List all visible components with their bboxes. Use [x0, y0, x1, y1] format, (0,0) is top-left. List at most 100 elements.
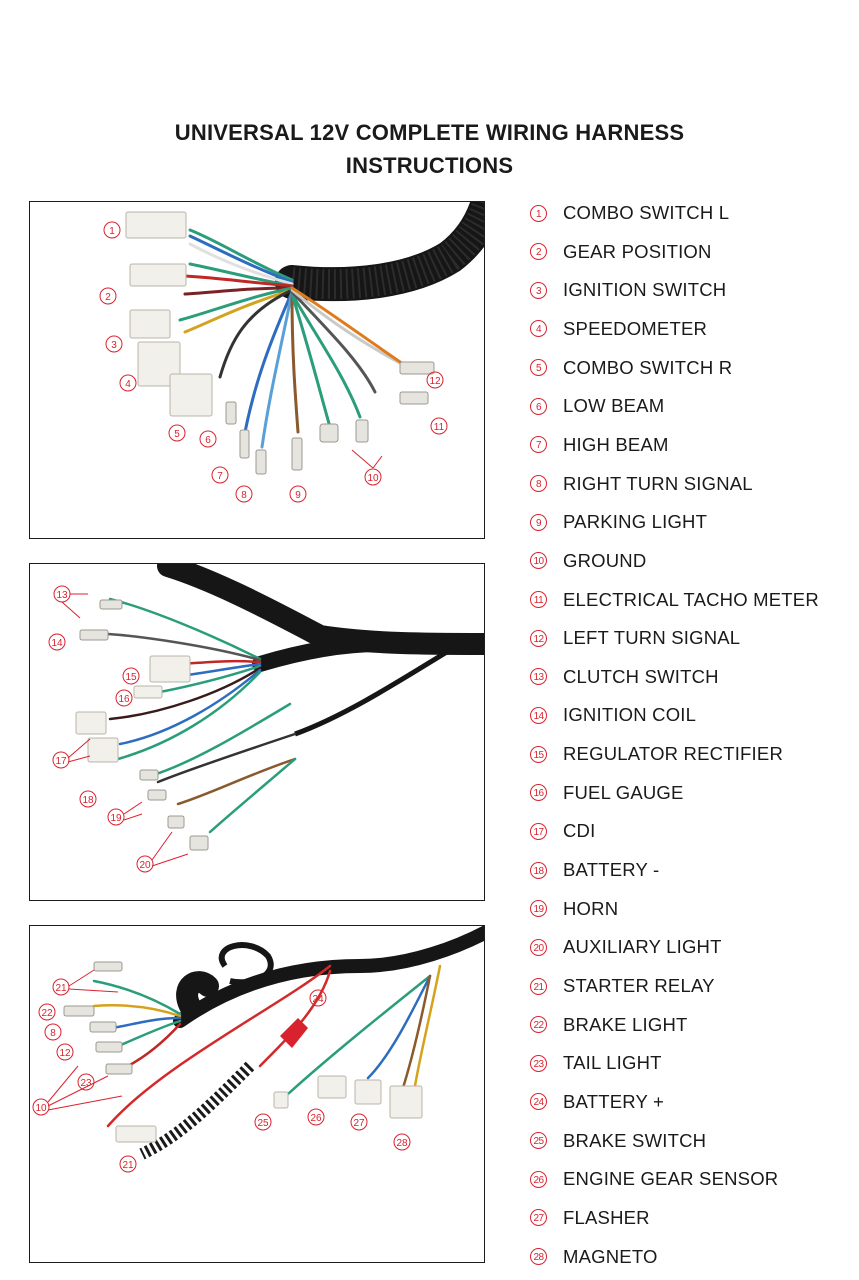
legend-item: 4 SPEEDOMETER [530, 316, 707, 342]
callout-28: 28 [396, 1138, 408, 1149]
legend-number-badge: 3 [530, 281, 547, 299]
harness-branch-thin [294, 641, 462, 737]
legend-number-badge: 7 [530, 436, 547, 454]
legend-number-badge: 15 [530, 745, 547, 763]
callout-25: 25 [257, 1118, 269, 1129]
legend-item: 26 ENGINE GEAR SENSOR [530, 1166, 778, 1192]
legend-number-badge: 13 [530, 668, 547, 686]
legend-label: LOW BEAM [563, 395, 665, 417]
legend-label: CDI [563, 820, 596, 842]
harness-photo-rear: 21 22 8 12 23 10 24 21 25 26 27 28 [29, 925, 485, 1263]
callout-5: 5 [174, 429, 180, 440]
connector-blocks [75, 655, 191, 763]
legend-label: BRAKE LIGHT [563, 1013, 688, 1035]
legend-item: 10 GROUND [530, 548, 646, 574]
callout-4: 4 [125, 379, 131, 390]
title-line-1: UNIVERSAL 12V COMPLETE WIRING HARNESS [174, 120, 685, 145]
legend-number-badge: 17 [530, 822, 547, 840]
callout-10: 10 [35, 1103, 47, 1114]
legend-item: 3 IGNITION SWITCH [530, 277, 726, 303]
legend-item: 18 BATTERY - [530, 857, 659, 883]
callout-markers [99, 221, 448, 503]
harness-middle-illustration: 13 14 15 16 17 18 19 20 [48, 564, 484, 873]
legend-number-badge: 21 [530, 977, 547, 995]
callout-26: 26 [310, 1113, 322, 1124]
legend-number-badge: 18 [530, 861, 547, 879]
legend-number-badge: 2 [530, 243, 547, 261]
callout-20: 20 [139, 860, 151, 871]
legend-label: GROUND [563, 549, 647, 571]
legend-label: IGNITION SWITCH [563, 279, 727, 301]
wire-bundle [106, 597, 297, 834]
callout-2: 2 [105, 292, 111, 303]
callout-markers [32, 969, 411, 1173]
legend-number-badge: 26 [530, 1170, 547, 1188]
legend-label: RIGHT TURN SIGNAL [563, 472, 753, 494]
legend-number-badge: 1 [530, 204, 547, 222]
legend-label: BRAKE SWITCH [563, 1129, 707, 1151]
legend-number-badge: 28 [530, 1248, 547, 1266]
legend-number-badge: 5 [530, 359, 547, 377]
callout-16: 16 [118, 694, 130, 705]
harness-rear-illustration: 21 22 8 12 23 10 24 21 25 26 27 28 [32, 926, 484, 1173]
legend-item: 5 COMBO SWITCH R [530, 355, 732, 381]
callout-markers [48, 585, 189, 873]
callout-7: 7 [217, 471, 223, 482]
callout-23: 23 [80, 1078, 92, 1089]
callout-labels: 21 22 8 12 23 10 24 21 25 26 27 28 [35, 983, 408, 1171]
callout-6: 6 [205, 435, 211, 446]
legend-label: COMBO SWITCH R [563, 356, 733, 378]
callout-1: 1 [109, 226, 115, 237]
legend-label: HORN [563, 897, 619, 919]
terminal-pins [79, 599, 209, 851]
legend-label: SPEEDOMETER [563, 317, 708, 339]
legend-number-badge: 4 [530, 320, 547, 338]
legend-label: BATTERY - [563, 859, 660, 881]
harness-photo-middle: 13 14 15 16 17 18 19 20 [29, 563, 485, 901]
legend-label: PARKING LIGHT [563, 511, 708, 533]
title-line-2: INSTRUCTIONS [345, 153, 514, 178]
callout-12: 12 [429, 376, 441, 387]
legend-number-badge: 24 [530, 1093, 547, 1111]
legend-number-badge: 12 [530, 629, 547, 647]
harness-front-illustration: 1 2 3 4 5 6 7 8 9 10 11 12 [99, 202, 484, 503]
legend-number-badge: 14 [530, 706, 547, 724]
legend-label: BATTERY + [563, 1090, 665, 1112]
legend-label: CLUTCH SWITCH [563, 665, 719, 687]
legend-label: FLASHER [563, 1206, 650, 1228]
legend-label: LEFT TURN SIGNAL [563, 627, 741, 649]
legend-number-badge: 6 [530, 397, 547, 415]
legend-number-badge: 27 [530, 1209, 547, 1227]
callout-8: 8 [50, 1028, 56, 1039]
battery-terminal-boot [280, 1018, 308, 1048]
callout-21b: 21 [122, 1160, 134, 1171]
callout-18: 18 [82, 795, 94, 806]
callout-15: 15 [125, 672, 137, 683]
legend-label: ENGINE GEAR SENSOR [563, 1168, 779, 1190]
callout-labels: 1 2 3 4 5 6 7 8 9 10 11 12 [105, 226, 444, 501]
callout-3: 3 [111, 340, 117, 351]
harness-photo-front: 1 2 3 4 5 6 7 8 9 10 11 12 [29, 201, 485, 539]
legend-number-badge: 23 [530, 1054, 547, 1072]
callout-9: 9 [295, 490, 301, 501]
callout-13: 13 [56, 590, 68, 601]
callout-17: 17 [55, 756, 67, 767]
legend-item: 24 BATTERY + [530, 1089, 664, 1115]
legend-number-badge: 20 [530, 938, 547, 956]
harness-sheath-ribs [290, 202, 484, 300]
harness-branch [252, 636, 388, 672]
legend-item: 13 CLUTCH SWITCH [530, 664, 719, 690]
legend-number-badge: 10 [530, 552, 547, 570]
callout-27: 27 [353, 1118, 365, 1129]
legend-number-badge: 22 [530, 1016, 547, 1034]
